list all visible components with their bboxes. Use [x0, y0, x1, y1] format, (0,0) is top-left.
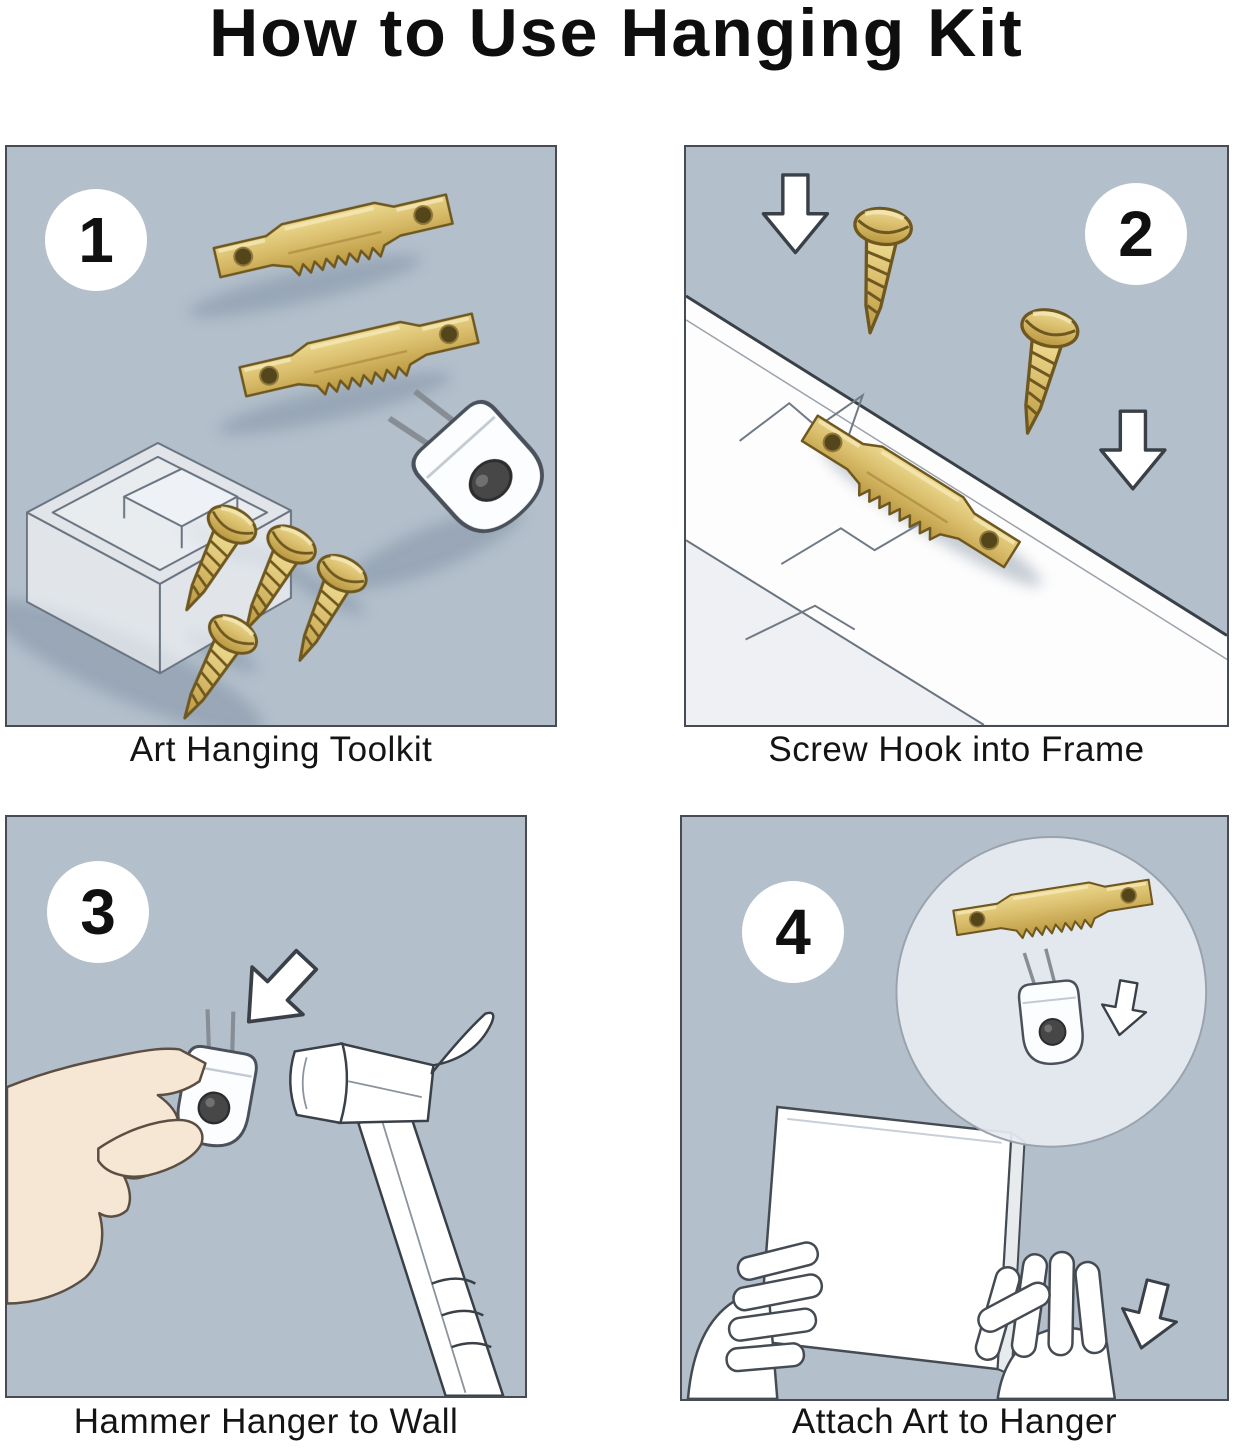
down-left-arrow-icon	[221, 934, 334, 1048]
attach-art-illustration	[686, 835, 1208, 1399]
step-number: 1	[78, 204, 114, 276]
screw	[1000, 305, 1081, 439]
step-number-badge: 3	[47, 861, 149, 963]
down-arrow-icon	[1099, 409, 1167, 491]
step-caption: Screw Hook into Frame	[768, 730, 1145, 769]
step-4-panel: 4	[680, 815, 1229, 1401]
screw	[842, 205, 913, 336]
hammer-to-wall-illustration	[7, 934, 505, 1396]
left-hand	[686, 1241, 824, 1399]
step-number: 2	[1118, 198, 1154, 270]
step-3-panel: 3	[5, 815, 527, 1398]
step-caption: Attach Art to Hanger	[791, 1402, 1118, 1441]
step-caption: Art Hanging Toolkit	[129, 730, 433, 769]
hammer	[289, 1011, 505, 1396]
step-number-badge: 4	[742, 881, 844, 983]
down-arrow-icon	[1112, 1274, 1187, 1357]
holding-hand	[7, 1047, 207, 1305]
down-arrow-icon	[761, 173, 830, 255]
step-number-badge: 1	[45, 189, 147, 291]
step-caption: Hammer Hanger to Wall	[73, 1402, 459, 1441]
step-number-badge: 2	[1085, 183, 1187, 285]
screw-into-frame-illustration	[686, 173, 1227, 725]
page-title: How to Use Hanging Kit	[209, 0, 1024, 71]
right-hand	[974, 1250, 1117, 1399]
step-2-panel: 2	[684, 145, 1229, 727]
step-number: 3	[80, 876, 116, 948]
step-1-panel: 1	[5, 145, 557, 727]
toolkit-illustration	[7, 184, 555, 725]
magnifier-detail	[895, 835, 1208, 1148]
step-number: 4	[775, 896, 811, 968]
